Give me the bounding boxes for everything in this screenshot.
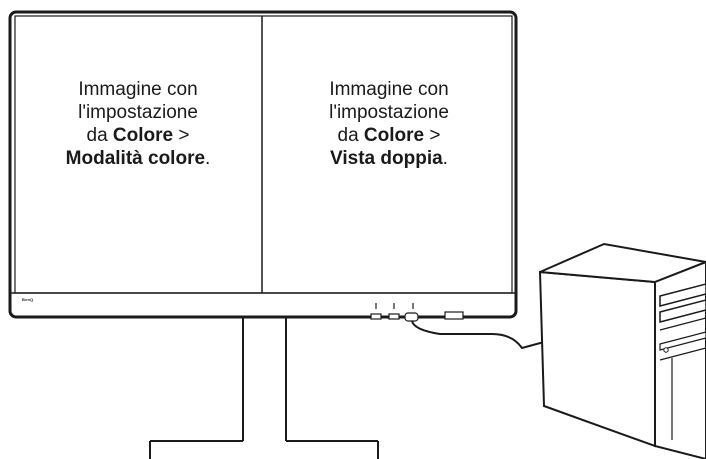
right-caption-line3: da Colore > (266, 124, 512, 147)
desktop-pc (538, 242, 706, 459)
brand-logo: BenQ (22, 297, 34, 302)
left-caption-line1: Immagine con (78, 79, 198, 100)
right-caption-arrow: > (424, 125, 441, 146)
left-caption-arrow: > (173, 125, 190, 146)
left-caption-menu: Colore (112, 125, 174, 146)
left-screen-caption: Immagine con l'impostazione da Colore > … (17, 78, 259, 170)
right-caption-option: Vista doppia (330, 148, 443, 169)
left-caption-line3: da Colore > (17, 124, 259, 147)
monitor-screen (14, 15, 513, 294)
right-caption-menu: Colore (363, 125, 425, 146)
left-caption-line2: l'impostazione (78, 102, 198, 123)
right-caption-line4: Vista doppia. (266, 147, 512, 170)
left-caption-period: . (205, 148, 211, 169)
control-buttons (370, 303, 464, 322)
video-cable (411, 320, 545, 350)
right-caption-line2: l'impostazione (329, 102, 449, 123)
right-caption-period: . (442, 148, 448, 169)
left-caption-option: Modalità colore (65, 148, 206, 169)
right-caption-line1: Immagine con (329, 79, 449, 100)
monitor-stand (149, 317, 379, 459)
right-screen-caption: Immagine con l'impostazione da Colore > … (266, 78, 512, 170)
right-caption-prefix: da (337, 125, 364, 146)
left-caption-line4: Modalità colore. (17, 147, 259, 170)
left-caption-prefix: da (86, 125, 113, 146)
